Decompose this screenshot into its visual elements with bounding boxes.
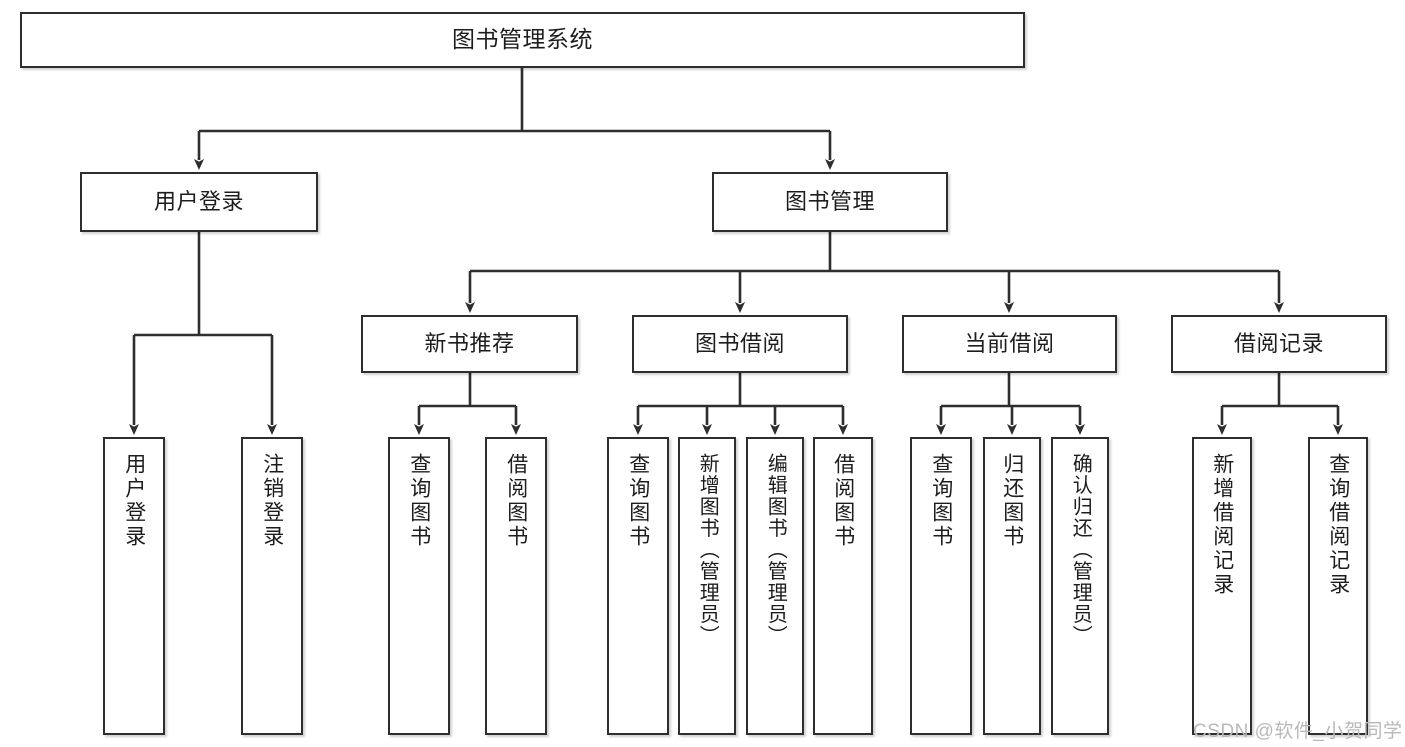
node-leaf-edit-book-label: 编辑图书（管理员） — [764, 453, 787, 647]
node-book-borrow[interactable]: 图书借阅 — [632, 315, 848, 373]
node-leaf-user-logout-label: 注销登录 — [260, 453, 284, 549]
node-current-borrow[interactable]: 当前借阅 — [902, 315, 1117, 373]
node-user-login[interactable]: 用户登录 — [80, 172, 318, 232]
node-leaf-user-logout[interactable]: 注销登录 — [241, 437, 303, 735]
node-leaf-query-book-cb-label: 查询图书 — [929, 453, 953, 549]
node-leaf-borrow-book-rec-label: 借阅图书 — [504, 453, 528, 549]
node-current-borrow-label: 当前借阅 — [964, 330, 1055, 356]
node-leaf-query-book-br[interactable]: 查询图书 — [607, 437, 669, 735]
node-book-manage-label: 图书管理 — [784, 188, 875, 214]
node-leaf-add-record[interactable]: 新增借阅记录 — [1192, 437, 1252, 735]
node-leaf-query-book-br-label: 查询图书 — [626, 453, 650, 549]
node-leaf-return-book[interactable]: 归还图书 — [983, 437, 1041, 735]
node-book-manage[interactable]: 图书管理 — [712, 172, 948, 232]
node-root[interactable]: 图书管理系统 — [20, 12, 1025, 68]
node-user-login-label: 用户登录 — [153, 188, 244, 214]
node-leaf-query-book-rec[interactable]: 查询图书 — [388, 437, 450, 735]
node-leaf-query-book-rec-label: 查询图书 — [407, 453, 431, 549]
node-leaf-borrow-book-rec[interactable]: 借阅图书 — [485, 437, 547, 735]
node-new-book-rec-label: 新书推荐 — [424, 330, 515, 356]
node-leaf-borrow-book-br[interactable]: 借阅图书 — [813, 437, 873, 735]
node-leaf-user-login[interactable]: 用户登录 — [103, 437, 165, 735]
node-leaf-add-book-label: 新增图书（管理员） — [696, 453, 719, 647]
node-leaf-query-record[interactable]: 查询借阅记录 — [1308, 437, 1368, 735]
node-leaf-confirm-return-label: 确认归还（管理员） — [1069, 453, 1092, 647]
watermark: CSDN @软件_小贺同学 — [1193, 721, 1403, 742]
node-leaf-add-record-label: 新增借阅记录 — [1210, 453, 1234, 597]
node-borrow-record-label: 借阅记录 — [1233, 330, 1324, 356]
node-new-book-rec[interactable]: 新书推荐 — [361, 315, 578, 373]
node-leaf-query-record-label: 查询借阅记录 — [1326, 453, 1350, 597]
node-leaf-borrow-book-br-label: 借阅图书 — [831, 453, 855, 549]
node-leaf-edit-book[interactable]: 编辑图书（管理员） — [746, 437, 804, 735]
node-leaf-confirm-return[interactable]: 确认归还（管理员） — [1051, 437, 1109, 735]
node-book-borrow-label: 图书借阅 — [694, 330, 785, 356]
node-leaf-query-book-cb[interactable]: 查询图书 — [910, 437, 972, 735]
node-leaf-add-book[interactable]: 新增图书（管理员） — [678, 437, 736, 735]
node-leaf-return-book-label: 归还图书 — [1000, 453, 1024, 549]
node-leaf-user-login-label: 用户登录 — [122, 453, 146, 549]
node-root-label: 图书管理系统 — [452, 26, 593, 53]
node-borrow-record[interactable]: 借阅记录 — [1171, 315, 1387, 373]
